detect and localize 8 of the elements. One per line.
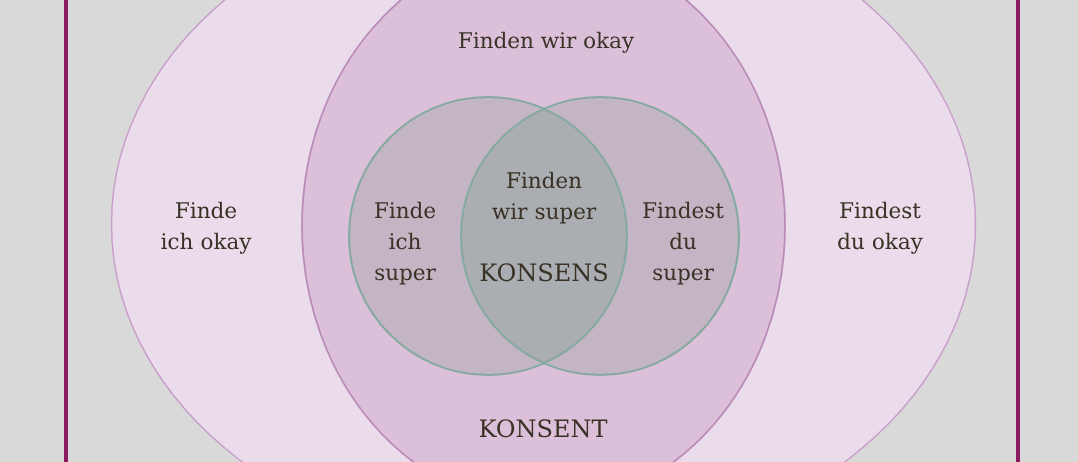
region-label: Finden wir okay <box>459 31 634 53</box>
region-label: Finde ich super <box>375 201 436 285</box>
region-label: KONSENT <box>479 419 608 438</box>
region-label: KONSENS <box>480 263 607 282</box>
region-label: Finde ich okay <box>161 201 252 254</box>
region-label: Finden wir super <box>492 171 597 224</box>
region-label: Findest du super <box>643 201 724 285</box>
region-label: Findest du okay <box>838 201 923 254</box>
